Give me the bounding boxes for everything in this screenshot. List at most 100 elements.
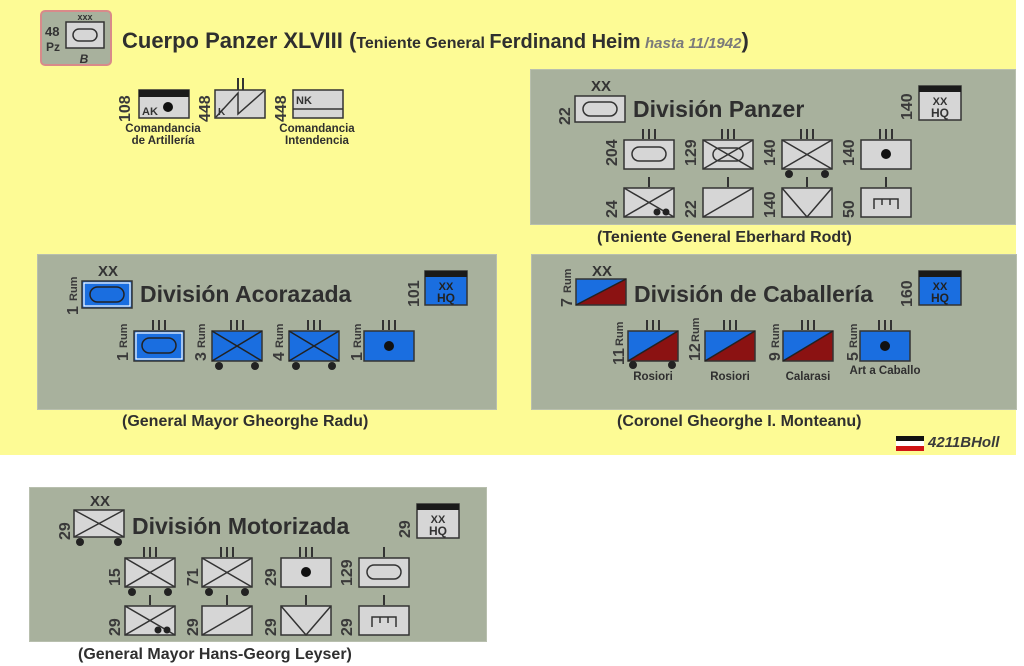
caballeria-unit-3-cavalry bbox=[782, 320, 834, 362]
motorizada-hq-size: XX bbox=[431, 514, 446, 526]
caballeria-unit-2-num: 12 bbox=[687, 343, 704, 361]
corps-title-rank: Teniente General bbox=[356, 35, 490, 52]
corps-title: Cuerpo Panzer XLVIII (Teniente General F… bbox=[122, 28, 749, 54]
panzer-unit-8-num: 50 bbox=[841, 200, 858, 218]
panzer-unit-5-num: 24 bbox=[604, 200, 621, 218]
artillery-label: Comandancia de Artillería bbox=[108, 123, 218, 147]
motorizada-unit-7-num: 29 bbox=[263, 618, 280, 636]
panzer-unit-4-artillery bbox=[860, 129, 912, 170]
acorazada-div-size: XX bbox=[98, 263, 118, 280]
supply-num: 448 bbox=[273, 95, 290, 122]
motorizada-div-size: XX bbox=[90, 493, 110, 510]
panzer-unit-7-engineers bbox=[781, 177, 833, 219]
supply-label-line-1: Comandancia bbox=[279, 123, 355, 135]
acorazada-hq-num: 101 bbox=[406, 280, 423, 307]
motorizada-unit-4-armor bbox=[358, 547, 410, 588]
panzer-unit-7-num: 140 bbox=[762, 191, 779, 218]
corps-title-until: hasta 11/1942 bbox=[644, 35, 742, 52]
caballeria-hq-num: 160 bbox=[899, 280, 916, 307]
corps-badge-pz: Pz bbox=[46, 40, 60, 54]
acorazada-hq-size: XX bbox=[439, 281, 454, 293]
acorazada-unit-2-num: 3 bbox=[193, 352, 210, 361]
panzer-unit-6-num: 22 bbox=[683, 200, 700, 218]
acorazada-div-counter: XX bbox=[81, 263, 133, 309]
acorazada-division-panel: 1 Rum XX División Acorazada 101 XX HQ 1 … bbox=[37, 254, 497, 410]
caballeria-unit-4-horse-artillery bbox=[859, 320, 911, 362]
supply-command-counter: NK bbox=[292, 89, 344, 119]
acorazada-hq-counter: XX HQ bbox=[424, 270, 468, 306]
panzer-division-panel: 22 XX División Panzer 140 XX HQ 204 129 … bbox=[530, 69, 1016, 225]
caballeria-unit-2-sub: Rum bbox=[690, 317, 702, 342]
panzer-unit-5-motorcycle bbox=[623, 177, 675, 218]
panzer-div-num: 22 bbox=[557, 107, 574, 125]
motorizada-unit-5-motorcycle bbox=[124, 595, 176, 636]
motorizada-hq-num: 29 bbox=[397, 520, 414, 538]
panzer-unit-3-num: 140 bbox=[762, 139, 779, 166]
artillery-label-line-1: Comandancia bbox=[125, 123, 201, 135]
credit-text: 4211BHoll bbox=[928, 434, 1000, 451]
panzer-div-size: XX bbox=[591, 78, 611, 95]
caballeria-div-sub: Rum bbox=[562, 268, 574, 293]
caballeria-unit-2-cavalry bbox=[704, 320, 756, 362]
motorizada-unit-8-anti-aircraft bbox=[358, 595, 410, 636]
motorizada-division-panel: 29 XX División Motorizada 29 XX HQ 15 71… bbox=[29, 487, 487, 642]
corps-badge-letter: B bbox=[80, 52, 89, 66]
caballeria-unit-1-num: 11 bbox=[611, 348, 628, 365]
panzer-commander: (Teniente General Eberhard Rodt) bbox=[597, 229, 852, 246]
artillery-label-line-2: de Artillería bbox=[131, 135, 195, 147]
motorizada-unit-2-num: 71 bbox=[185, 568, 202, 586]
panzer-unit-1-armor-regiment bbox=[623, 129, 675, 170]
panzer-unit-6-antitank bbox=[702, 177, 754, 218]
acorazada-unit-3-num: 4 bbox=[271, 352, 288, 361]
artillery-command-counter: AK bbox=[138, 89, 190, 119]
artillery-code: AK bbox=[142, 106, 158, 118]
motorizada-unit-1-mot-infantry bbox=[124, 547, 176, 596]
signals-counter: K bbox=[214, 78, 266, 119]
caballeria-division-panel: 7 Rum XX División de Caballería 160 XX H… bbox=[531, 254, 1017, 410]
signals-code: K bbox=[218, 107, 226, 118]
motorizada-unit-3-num: 29 bbox=[263, 568, 280, 586]
caballeria-hq-size: XX bbox=[933, 281, 948, 293]
corps-title-name: Ferdinand Heim bbox=[489, 31, 641, 53]
caballeria-div-counter: XX bbox=[575, 263, 627, 306]
motorizada-unit-6-antitank bbox=[201, 595, 253, 636]
panzer-unit-3-mech-infantry bbox=[781, 129, 833, 178]
panzer-unit-8-anti-aircraft bbox=[860, 177, 912, 218]
caballeria-unit-2-name: Rosiori bbox=[710, 371, 750, 383]
corps-title-main: Cuerpo Panzer XLVIII ( bbox=[122, 28, 357, 53]
motorizada-title: División Motorizada bbox=[132, 513, 350, 539]
acorazada-unit-2-mech-infantry bbox=[211, 320, 263, 370]
motorizada-unit-3-artillery bbox=[280, 547, 332, 588]
caballeria-hq-counter: XX HQ bbox=[918, 270, 962, 306]
supply-label-line-2: Intendencia bbox=[285, 135, 349, 147]
motorizada-unit-5-num: 29 bbox=[107, 618, 124, 636]
motorizada-commander: (General Mayor Hans-Georg Leyser) bbox=[78, 646, 352, 663]
caballeria-title: División de Caballería bbox=[634, 281, 874, 307]
motorizada-hq-text: HQ bbox=[429, 524, 447, 538]
corps-badge-counter: xxx 48 Pz B bbox=[40, 10, 112, 66]
panzer-unit-2-armored-recon bbox=[702, 129, 754, 170]
caballeria-unit-3-sub: Rum bbox=[770, 323, 782, 348]
panzer-hq-num: 140 bbox=[899, 93, 916, 120]
caballeria-unit-3-name: Calarasi bbox=[785, 371, 831, 383]
supply-label: Comandancia Intendencia bbox=[262, 123, 372, 147]
caballeria-div-size: XX bbox=[592, 263, 612, 280]
motorizada-unit-1-num: 15 bbox=[107, 568, 124, 586]
acorazada-unit-1-armor bbox=[133, 320, 185, 362]
panzer-title: División Panzer bbox=[633, 96, 805, 122]
caballeria-unit-1-name: Rosiori bbox=[633, 371, 673, 383]
motorizada-hq-counter: XX HQ bbox=[416, 503, 460, 539]
panzer-unit-1-num: 204 bbox=[604, 139, 621, 166]
acorazada-unit-3-mech-infantry bbox=[288, 320, 340, 370]
panzer-hq-text: HQ bbox=[931, 106, 949, 120]
motorizada-unit-4-num: 129 bbox=[339, 559, 356, 586]
acorazada-div-sub: Rum bbox=[68, 276, 80, 301]
acorazada-unit-4-artillery bbox=[363, 320, 415, 362]
caballeria-unit-4-name: Art a Caballo bbox=[849, 365, 921, 377]
corps-badge-size: xxx bbox=[77, 12, 92, 22]
caballeria-unit-1-sub: Rum bbox=[614, 321, 626, 346]
corps-title-close: ) bbox=[741, 28, 749, 53]
caballeria-commander: (Coronel Gheorghe I. Monteanu) bbox=[617, 413, 862, 430]
motorizada-div-counter: XX bbox=[73, 493, 125, 546]
acorazada-unit-3-sub: Rum bbox=[274, 323, 286, 348]
